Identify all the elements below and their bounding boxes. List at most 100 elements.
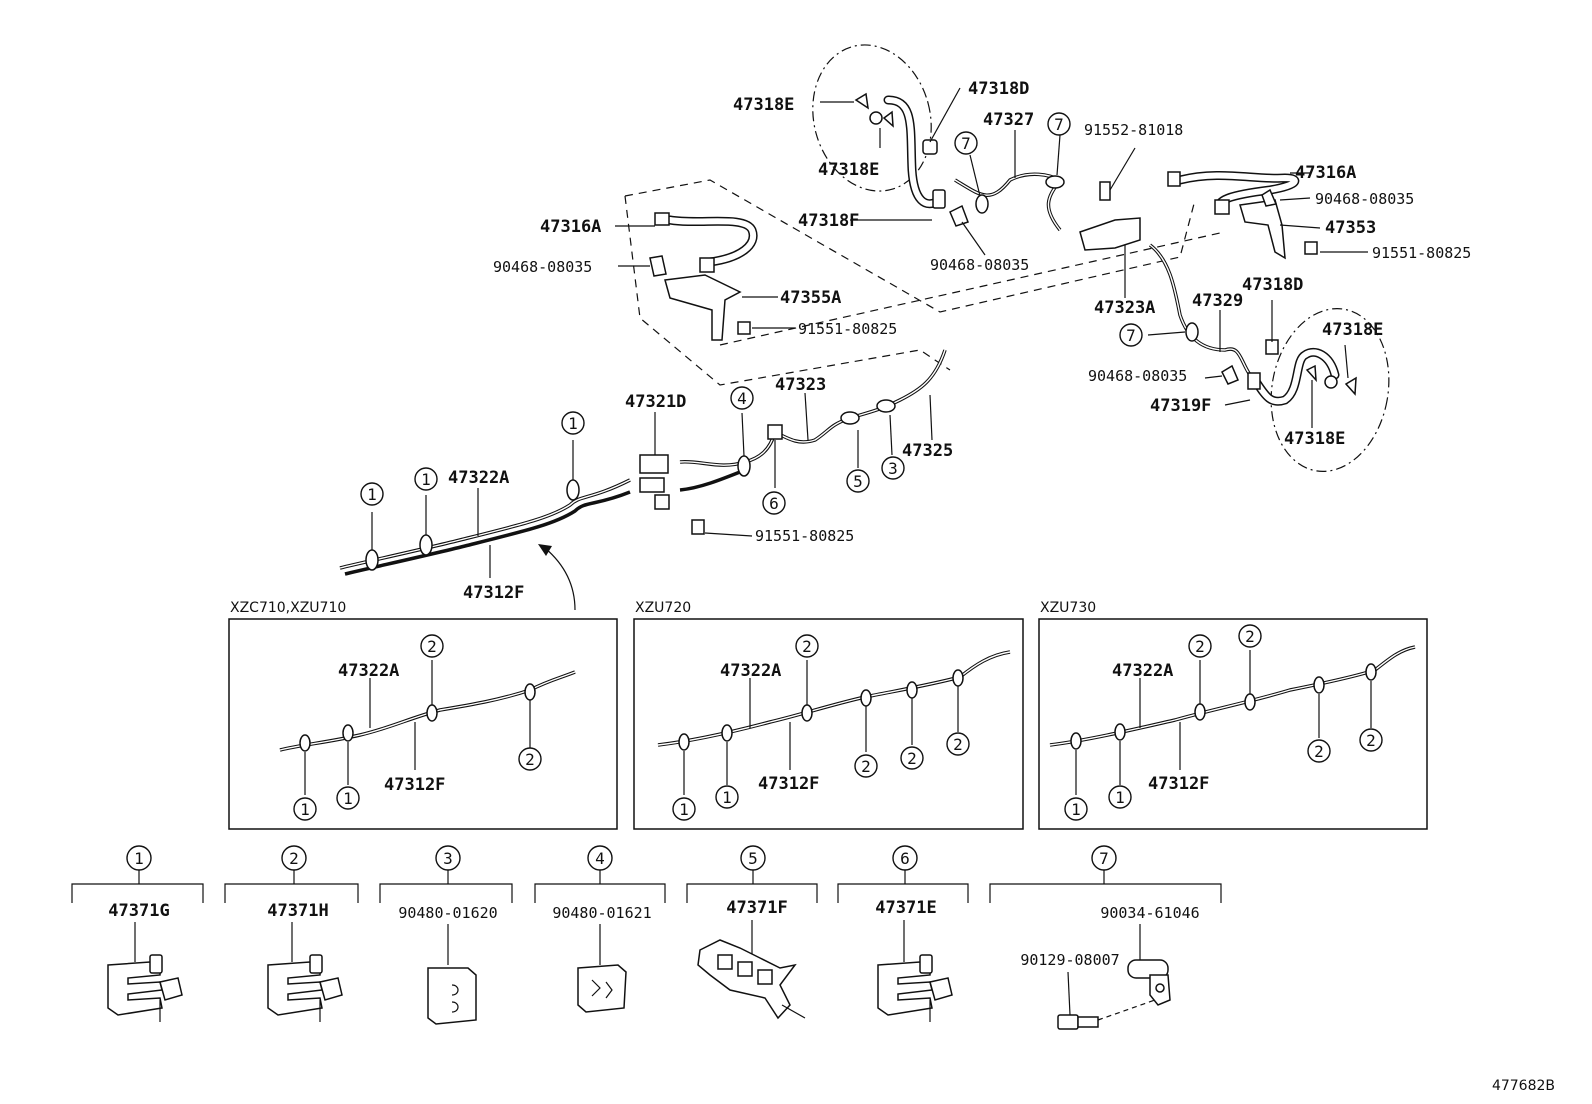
marker-2: 2 — [1188, 634, 1212, 658]
marker-1: 1 — [336, 786, 360, 810]
svg-text:6: 6 — [900, 849, 910, 868]
marker-7: 7 — [1047, 112, 1071, 136]
bracket-47355A-icon — [664, 274, 742, 341]
marker-1: 1 — [293, 797, 317, 821]
label-47312F: 47312F — [463, 583, 524, 603]
clip-1-icon — [365, 549, 379, 571]
variant-frame — [228, 618, 618, 830]
label-90468-08035: 90468-08035 — [1315, 190, 1414, 208]
svg-text:7: 7 — [1126, 326, 1136, 345]
label-47318F: 47318F — [798, 211, 859, 231]
label-47312F: 47312F — [758, 774, 819, 794]
dashed-outline-upper — [624, 179, 1196, 313]
legend-item-6: 6 47371E — [837, 845, 969, 1022]
svg-text:4: 4 — [595, 849, 605, 868]
svg-text:6: 6 — [769, 494, 779, 513]
svg-text:2: 2 — [802, 637, 812, 656]
bolt-90129-08007-icon — [1057, 999, 1156, 1030]
clip-4-icon — [737, 455, 751, 477]
clip-7-icon — [1185, 322, 1199, 342]
variant-panel-xzu720: XZU720 47322A 47312F 2 2 2 2 1 1 — [633, 600, 1024, 830]
svg-text:2: 2 — [953, 735, 963, 754]
hose-assembly-47316A-left — [615, 212, 795, 341]
label-47318D: 47318D — [968, 79, 1029, 99]
label-47353: 47353 — [1325, 218, 1376, 238]
part-number-labels: 47318E 47318D 47327 91552-81018 47318E 4… — [448, 79, 1471, 603]
label-47323A: 47323A — [1094, 298, 1155, 318]
washer-icon — [1324, 375, 1338, 389]
clip-icon — [882, 110, 894, 128]
svg-text:1: 1 — [421, 470, 431, 489]
svg-text:2: 2 — [861, 757, 871, 776]
marker-2: 2 — [420, 634, 444, 658]
label-47319F: 47319F — [1150, 396, 1211, 416]
svg-text:1: 1 — [568, 414, 578, 433]
svg-text:1: 1 — [679, 800, 689, 819]
svg-text:2: 2 — [1245, 627, 1255, 646]
variant-title: XZU730 — [1040, 600, 1096, 616]
fitting-icon — [932, 189, 946, 209]
junction-47321D — [639, 412, 753, 537]
dashed-region-outlines — [624, 44, 1390, 472]
part-47371E: 47371E — [875, 898, 936, 918]
pipe-47322A-47312F — [339, 440, 631, 611]
svg-text:7: 7 — [1099, 849, 1109, 868]
svg-text:2: 2 — [1366, 731, 1376, 750]
label-91551-80825: 91551-80825 — [755, 527, 854, 545]
part-90034-61046: 90034-61046 — [1100, 904, 1199, 922]
clamp-90468-icon — [1221, 364, 1239, 385]
svg-text:3: 3 — [443, 849, 453, 868]
part-47371F: 47371F — [726, 898, 787, 918]
marker-2: 2 — [795, 634, 819, 658]
label-47322A: 47322A — [720, 661, 781, 681]
clip-icon — [1305, 364, 1317, 383]
cushion-90480-01620-icon — [427, 967, 477, 1025]
label-90468-08035: 90468-08035 — [930, 256, 1029, 274]
legend-item-4: 4 90480-01621 — [534, 845, 666, 1013]
variant-title: XZU720 — [635, 600, 691, 616]
label-47327: 47327 — [983, 110, 1034, 130]
dashdot-detail-front-left — [812, 44, 932, 192]
label-47355A: 47355A — [780, 288, 841, 308]
clamp-90468-icon — [649, 255, 667, 277]
svg-text:5: 5 — [748, 849, 758, 868]
bolt-91551-icon — [691, 519, 705, 535]
svg-text:1: 1 — [134, 849, 144, 868]
label-47312F: 47312F — [384, 775, 445, 795]
marker-1: 1 — [1108, 785, 1132, 809]
marker-7: 7 — [1119, 323, 1143, 347]
dashed-outline-mid — [719, 232, 1221, 346]
label-47316A: 47316A — [540, 217, 601, 237]
svg-text:1: 1 — [367, 485, 377, 504]
bolt-91551-icon — [1304, 241, 1318, 255]
label-47322A: 47322A — [448, 468, 509, 488]
part-47371G: 47371G — [108, 901, 169, 921]
svg-text:1: 1 — [1115, 788, 1125, 807]
marker-5: 5 — [846, 469, 870, 493]
label-47312F: 47312F — [1148, 774, 1209, 794]
direction-arrow-icon — [538, 544, 552, 556]
clip-1-icon — [566, 479, 580, 501]
junction-block-icon — [654, 494, 670, 510]
svg-text:2: 2 — [907, 749, 917, 768]
svg-text:2: 2 — [289, 849, 299, 868]
clip-47371G-icon — [107, 954, 183, 1022]
label-47318E: 47318E — [1322, 320, 1383, 340]
marker-2: 2 — [946, 732, 970, 756]
part-90480-01620: 90480-01620 — [398, 904, 497, 922]
diagram-id: 477682B — [1492, 1078, 1555, 1094]
label-90468-08035: 90468-08035 — [493, 258, 592, 276]
hose-fitting-icon — [654, 212, 670, 226]
clip-47371H-icon — [267, 954, 343, 1022]
svg-text:7: 7 — [1054, 115, 1064, 134]
svg-text:1: 1 — [300, 800, 310, 819]
svg-text:1: 1 — [1071, 800, 1081, 819]
marker-1: 1 — [715, 785, 739, 809]
hose-fitting-icon — [1167, 171, 1181, 187]
clip-47371F-icon — [697, 939, 806, 1020]
cushion-90480-01621-icon — [577, 964, 627, 1013]
bracket-47353-icon — [1239, 199, 1286, 260]
marker-2: 2 — [900, 746, 924, 770]
